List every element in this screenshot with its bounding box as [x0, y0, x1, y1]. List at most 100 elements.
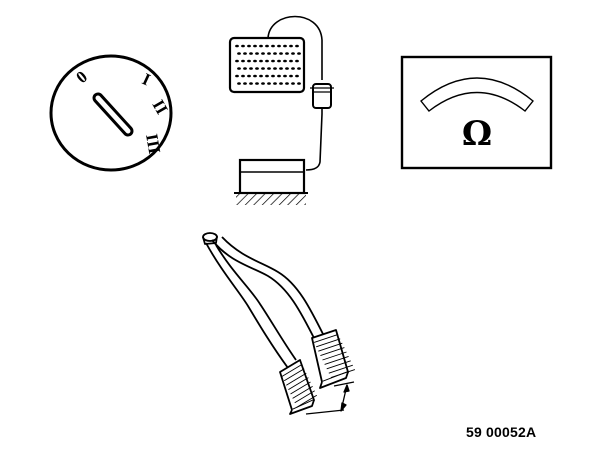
gauge-dot	[273, 67, 277, 70]
pad-rib	[286, 372, 307, 386]
pad-rib	[318, 342, 343, 352]
pad-rib	[313, 333, 339, 343]
gauge-dot	[237, 52, 241, 55]
pedal-pad-left	[279, 359, 318, 415]
gauge-dot	[297, 67, 301, 70]
pad-rib	[292, 386, 313, 399]
pad-rib	[281, 364, 303, 377]
pad-rib	[330, 369, 356, 379]
ohm-symbol: Ω	[462, 114, 492, 154]
rotary-switch-icon: 0 I II III	[49, 54, 173, 172]
gauge-dot	[249, 52, 253, 55]
gauge-dot	[243, 52, 247, 55]
gauge-dot	[273, 52, 277, 55]
gauge-dot	[241, 74, 245, 78]
gauge-dot	[295, 44, 299, 48]
gauge-dot	[253, 44, 257, 48]
gauge-dot	[279, 52, 283, 55]
pedal-arm-rear	[211, 236, 325, 343]
pedal-pad-right	[311, 329, 356, 389]
gauge-dot	[247, 74, 251, 78]
gauge-dot	[289, 59, 293, 63]
gauge-dot	[291, 82, 295, 85]
gauge-dot	[285, 67, 289, 70]
gauge-dot	[279, 82, 283, 85]
gauge-dot	[241, 59, 245, 63]
gauge-dot	[267, 52, 271, 55]
gauge-dot	[259, 44, 263, 48]
gauge-dot	[289, 74, 293, 78]
gauge-dot	[261, 67, 265, 70]
gauge-dot	[249, 67, 253, 70]
gauge-dot	[253, 74, 257, 78]
gauge-dot	[283, 74, 287, 78]
gauge-dot	[243, 82, 247, 85]
gauge-dot	[235, 74, 239, 78]
gauge-dot	[273, 82, 277, 85]
gauge-dot	[267, 67, 271, 70]
gauge-dot	[285, 52, 289, 55]
gauge-dot	[295, 74, 299, 78]
pad-rib	[326, 360, 351, 370]
gauge-dot	[277, 44, 281, 48]
pad-rib	[296, 394, 318, 408]
gauge-dot	[259, 59, 263, 63]
gauge-dot	[297, 52, 301, 55]
gauge-dot	[255, 82, 259, 85]
pad-rib	[288, 377, 309, 390]
gauge-dot	[243, 67, 247, 70]
pad-rib	[324, 355, 349, 365]
gauge-dot	[279, 67, 283, 70]
ohmmeter-icon: Ω	[400, 55, 553, 170]
sender-unit	[238, 158, 306, 195]
gauge-dot	[237, 82, 241, 85]
gauge-body	[228, 36, 306, 94]
gauge-dot	[237, 67, 241, 70]
gauge-dot	[249, 82, 253, 85]
gauge-dot	[283, 44, 287, 48]
gauge-dot	[247, 59, 251, 63]
gauge-dot	[271, 44, 275, 48]
gauge-dot	[235, 44, 239, 48]
gauge-dot	[285, 82, 289, 85]
pedal-arm-front	[205, 242, 297, 369]
gauge-dot	[265, 44, 269, 48]
gauge-dot	[291, 52, 295, 55]
gauge-dot	[259, 74, 263, 78]
pedal-assembly-icon	[202, 232, 356, 415]
figure-reference-code: 59 00052A	[466, 424, 537, 440]
gauge-dot	[235, 59, 239, 63]
switch-position-3: III	[142, 132, 164, 155]
gauge-dot	[271, 59, 275, 63]
gauge-dot	[271, 74, 275, 78]
sender-cable	[305, 113, 323, 171]
gauge-dot	[277, 74, 281, 78]
fuel-gauge-sender-icon	[228, 15, 334, 205]
gauge-dot	[265, 74, 269, 78]
pad-rib	[316, 338, 341, 348]
pad-rib	[320, 347, 345, 357]
gauge-dot	[261, 52, 265, 55]
meter-housing	[400, 55, 553, 170]
gauge-dot	[255, 67, 259, 70]
pad-rib	[283, 368, 305, 382]
gauge-face-dots	[235, 44, 301, 85]
pedal-travel-dimension	[305, 381, 355, 415]
ground-hatch	[236, 193, 306, 205]
gauge-dot	[291, 67, 295, 70]
gauge-dot	[265, 59, 269, 63]
pad-rib	[322, 351, 347, 361]
gauge-dot	[295, 59, 299, 63]
gauge-dot	[297, 82, 301, 85]
pedal-pivot	[202, 232, 218, 242]
gauge-dot	[247, 44, 251, 48]
gauge-dot	[241, 44, 245, 48]
pad-rib	[328, 364, 353, 374]
gauge-dot	[267, 82, 271, 85]
gauge-dot	[261, 82, 265, 85]
pad-rib	[290, 381, 311, 395]
meter-scale-arc	[420, 77, 534, 112]
gauge-dot	[283, 59, 287, 63]
gauge-dot	[277, 59, 281, 63]
gauge-dot	[255, 52, 259, 55]
